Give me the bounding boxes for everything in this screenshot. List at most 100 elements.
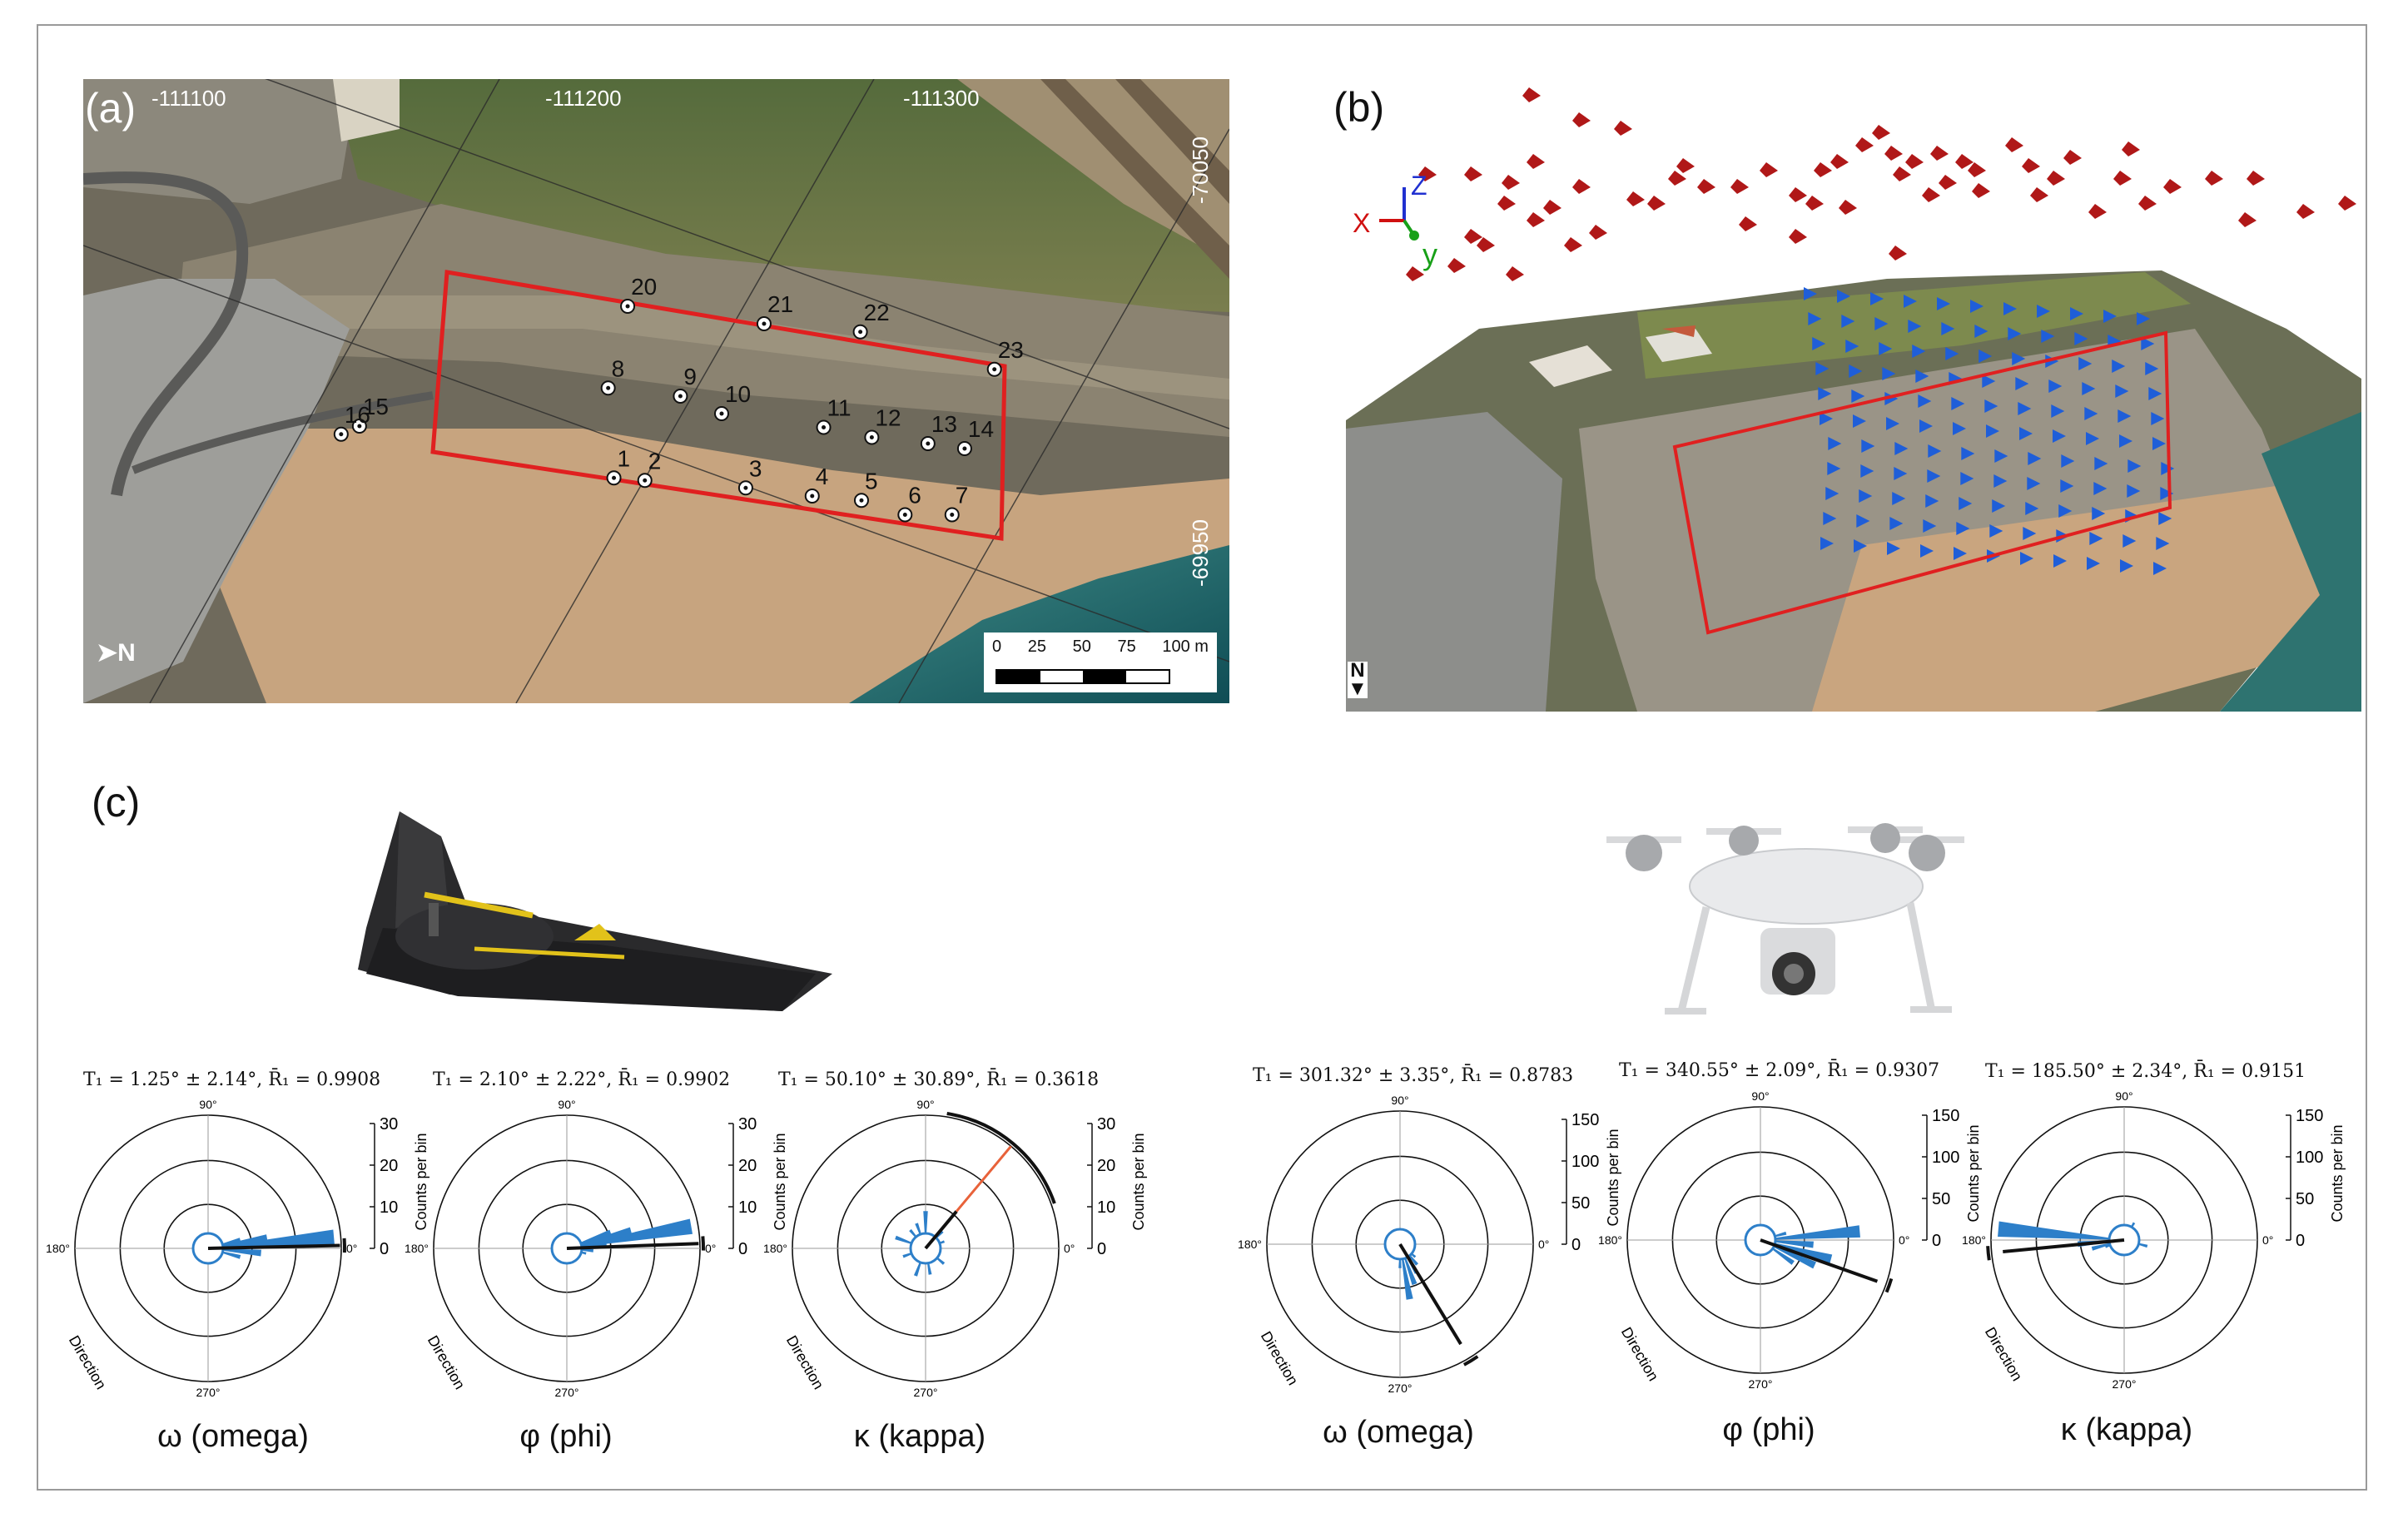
camera-marker-blue [2058, 504, 2073, 518]
camera-marker-blue [2084, 407, 2098, 420]
camera-marker-blue [2023, 527, 2037, 540]
angle-label-3: κ (kappa) [853, 1419, 986, 1454]
quadcopter-drone-image [1606, 823, 1964, 1015]
r-tick-label: 0 [738, 1240, 747, 1258]
camera-marker-blue [2127, 459, 2142, 473]
camera-marker-blue [1956, 522, 1970, 535]
camera-marker-blue [2141, 337, 2155, 350]
camera-marker-red [1789, 187, 1807, 202]
camera-marker-blue [1812, 337, 1826, 350]
deg-0-label: 0° [1899, 1233, 1909, 1247]
camera-marker-blue [1925, 494, 1939, 508]
camera-marker-red [1855, 137, 1874, 152]
camera-marker-blue [2120, 559, 2133, 573]
camera-marker-blue [2086, 432, 2099, 445]
deg-90-label: 90° [558, 1098, 575, 1111]
deg-270-label: 270° [914, 1386, 938, 1399]
r-tick-label: 30 [1097, 1115, 1115, 1134]
camera-marker-red [1406, 266, 1424, 281]
camera-positions-blue [1804, 287, 2175, 575]
r-tick-label: 30 [738, 1115, 757, 1134]
angle-label-2: φ (phi) [519, 1419, 613, 1454]
counts-per-bin-label: Counts per bin [1605, 1129, 1621, 1226]
camera-marker-blue [2019, 427, 2033, 440]
survey-point: 4 [804, 464, 828, 504]
camera-marker-red [2247, 171, 2265, 186]
camera-marker-blue [2027, 477, 2041, 490]
camera-marker-red [2005, 137, 2023, 152]
camera-marker-red [1543, 200, 1561, 215]
deg-0-label: 0° [2262, 1233, 2273, 1247]
deg-0-label: 0° [1538, 1238, 1549, 1251]
camera-marker-blue [2119, 434, 2132, 448]
panel-label-b: (b) [1333, 84, 1385, 131]
r-tick-label: 0 [1932, 1232, 1941, 1250]
survey-point: 9 [673, 364, 697, 404]
r-tick-label: 20 [738, 1157, 757, 1175]
camera-marker-blue [1874, 317, 1889, 330]
camera-marker-blue [1986, 424, 1999, 438]
angle-label-1: ω (omega) [157, 1419, 309, 1454]
north-arrow-a: ➤N [97, 639, 136, 667]
camera-marker-red [1839, 200, 1857, 215]
rose-diagrams: 90° 180° 0° 270° Direction 30 20 100 Counts per … [46, 1089, 2346, 1399]
camera-marker-blue [1945, 347, 1959, 360]
deg-90-label: 90° [2115, 1089, 2132, 1103]
survey-point: 20 [620, 274, 657, 314]
camera-marker-red [2138, 196, 2157, 211]
rose-bin [923, 1211, 928, 1248]
camera-marker-red [1668, 171, 1686, 186]
model-area-box [1672, 330, 2172, 635]
survey-point-label: 8 [612, 355, 625, 381]
camera-marker-blue [1994, 449, 2008, 463]
deg-270-label: 270° [555, 1386, 579, 1399]
r-tick-label: 20 [380, 1157, 398, 1175]
camera-marker-blue [1894, 467, 1908, 480]
deg-90-label: 90° [1391, 1094, 1408, 1107]
rose-title-1: T₁ = 1.25° ± 2.14°, R̄₁ = 0.9908 [83, 1069, 381, 1090]
camera-marker-blue [1979, 350, 1993, 363]
rose-bin [1760, 1225, 1860, 1240]
camera-positions-red [1406, 87, 2356, 281]
deg-180-label: 180° [1238, 1238, 1262, 1251]
counts-per-bin-label: Counts per bin [413, 1133, 429, 1230]
deg-270-label: 270° [196, 1386, 221, 1399]
deg-0-label: 0° [1064, 1242, 1075, 1255]
camera-marker-red [1893, 166, 1911, 181]
camera-marker-red [2238, 212, 2257, 227]
r-tick-label: 50 [2296, 1190, 2314, 1208]
camera-marker-blue [1989, 524, 2003, 538]
camera-marker-red [1572, 179, 1591, 194]
camera-marker-blue [1961, 447, 1975, 460]
direction-label: Direction [66, 1332, 110, 1392]
camera-marker-blue [1837, 290, 1850, 303]
r-tick-label: 100 [1571, 1153, 1599, 1171]
panel-label-a: (a) [85, 85, 137, 131]
camera-marker-blue [1861, 439, 1875, 453]
camera-marker-blue [1912, 345, 1926, 358]
camera-marker-blue [2152, 437, 2166, 450]
camera-marker-red [1730, 179, 1749, 194]
mean-vector [207, 1243, 340, 1250]
survey-point-label: 2 [648, 448, 662, 474]
survey-point-label: 22 [864, 300, 890, 325]
survey-point-label: 20 [631, 274, 657, 300]
camera-marker-blue [1892, 492, 1906, 505]
camera-marker-blue [2137, 312, 2150, 325]
camera-marker-blue [2151, 412, 2165, 425]
camera-marker-blue [1884, 392, 1899, 405]
3d-model-canvas [1346, 87, 2361, 712]
survey-point: 11 [816, 395, 851, 435]
survey-point: 16 [333, 402, 370, 442]
camera-marker-blue [2045, 355, 2059, 368]
camera-marker-blue [2070, 307, 2083, 320]
camera-marker-blue [2145, 362, 2159, 375]
camera-marker-blue [1992, 499, 2006, 513]
camera-marker-red [1739, 216, 1757, 231]
camera-marker-blue [1908, 320, 1922, 333]
deg-180-label: 180° [46, 1242, 70, 1255]
scale-tick-25: 25 [1027, 637, 1046, 656]
survey-point-label: 12 [875, 405, 901, 431]
